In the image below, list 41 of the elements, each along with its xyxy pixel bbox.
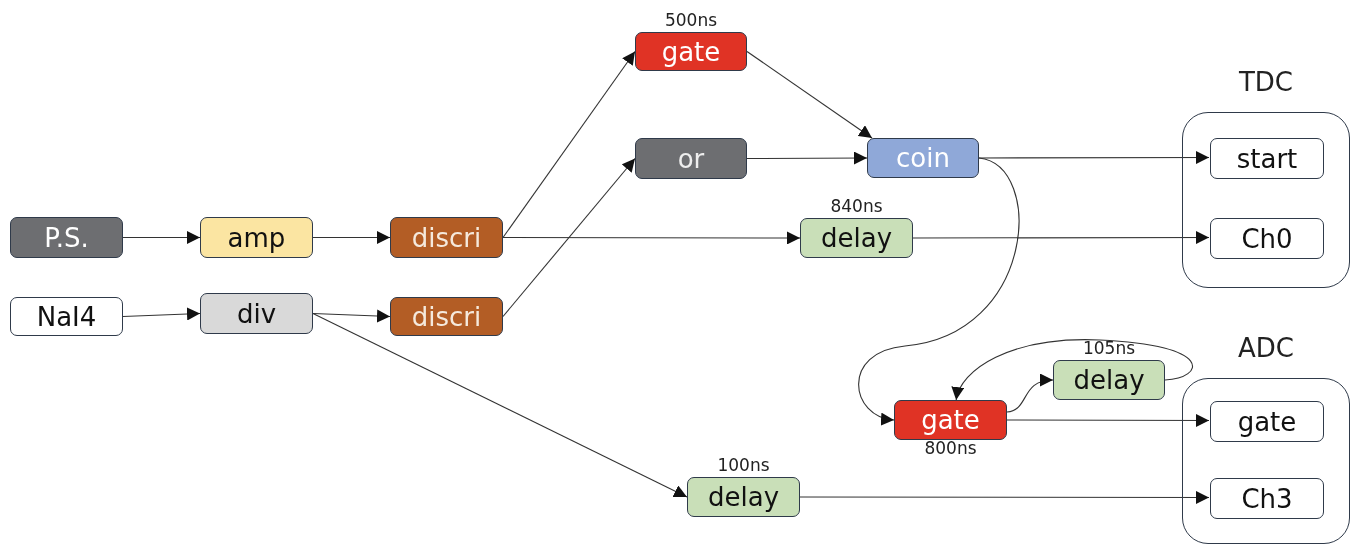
duration-label: 105ns xyxy=(1081,338,1137,358)
arrow xyxy=(122,231,201,244)
arrow xyxy=(502,50,636,239)
module-box: P.S. xyxy=(10,217,123,258)
channel-box: Ch3 xyxy=(1210,478,1324,519)
arrow xyxy=(1006,374,1054,413)
module-box: delay xyxy=(1053,360,1165,400)
arrow xyxy=(953,339,1194,401)
module-box: coin xyxy=(867,138,979,178)
channel-box: Ch0 xyxy=(1210,218,1324,259)
arrow xyxy=(122,307,201,321)
module-box: gate xyxy=(635,32,747,71)
module-heading: TDC xyxy=(1237,69,1295,95)
arrow xyxy=(978,151,1210,165)
module-box: NaI4 xyxy=(10,297,123,336)
arrow xyxy=(746,50,873,139)
duration-label: 100ns xyxy=(716,455,771,475)
module-box: amp xyxy=(200,217,313,258)
arrow xyxy=(799,491,1210,504)
arrow xyxy=(312,231,391,244)
channel-box: gate xyxy=(1210,401,1324,442)
arrow xyxy=(312,309,391,323)
duration-label: 500ns xyxy=(663,10,719,30)
arrow xyxy=(858,157,1020,424)
module-box: discri xyxy=(390,217,503,258)
arrow xyxy=(502,157,636,318)
channel-box: start xyxy=(1210,138,1324,179)
arrow xyxy=(912,231,1210,244)
module-heading: ADC xyxy=(1237,335,1295,361)
module-box: delay xyxy=(687,477,800,517)
module-box: gate xyxy=(894,400,1007,440)
module-box: delay xyxy=(800,218,913,258)
arrow xyxy=(502,231,801,245)
arrow xyxy=(312,312,688,498)
module-box: discri xyxy=(390,297,503,336)
arrow xyxy=(746,151,868,165)
duration-label: 840ns xyxy=(829,196,884,216)
arrow xyxy=(1006,413,1210,427)
module-box: or xyxy=(635,138,747,179)
duration-label: 800ns xyxy=(923,438,978,458)
module-box: div xyxy=(200,293,313,334)
